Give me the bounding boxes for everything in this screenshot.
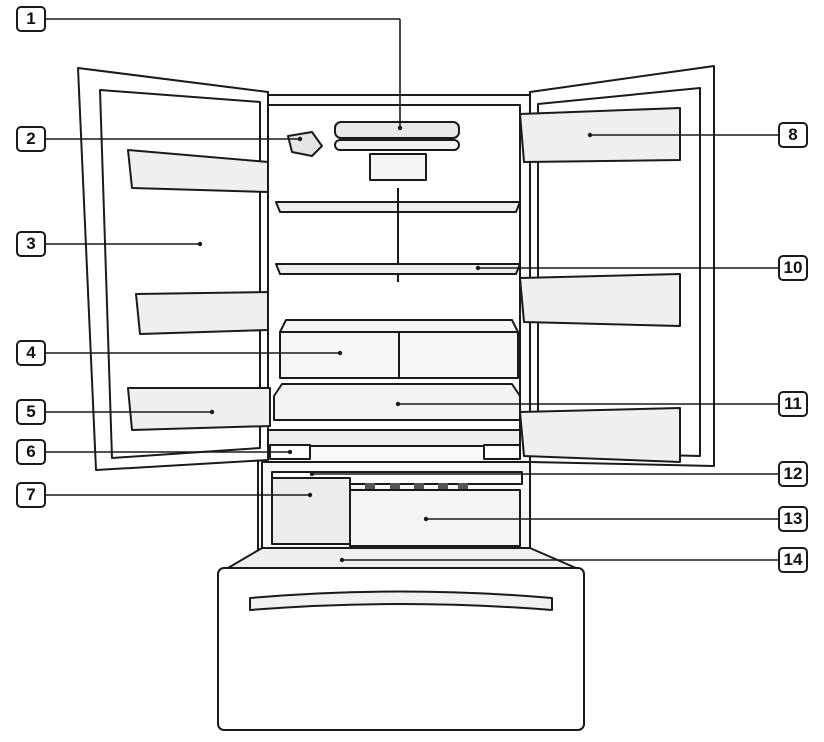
- right-door-bin-low: [519, 407, 681, 463]
- callout-label: 3: [26, 234, 36, 253]
- callout-4: 4: [16, 340, 46, 366]
- shelf-middle: [275, 263, 521, 275]
- callout-label: 10: [783, 258, 803, 277]
- control-buttons: [365, 483, 468, 489]
- callout-label: 5: [26, 402, 36, 421]
- freezer-drawer-front: [217, 567, 585, 731]
- callout-13: 13: [778, 506, 808, 532]
- left-door-bin-top: [127, 149, 269, 193]
- callout-8: 8: [778, 122, 808, 148]
- callout-12: 12: [778, 461, 808, 487]
- callout-label: 11: [784, 394, 802, 413]
- callout-label: 12: [783, 464, 803, 483]
- ceiling-light: [334, 121, 460, 139]
- door-bin-holder-right: [483, 444, 521, 460]
- deli-drawer: [273, 383, 521, 421]
- callout-7: 7: [16, 482, 46, 508]
- callout-6: 6: [16, 439, 46, 465]
- ice-bin: [271, 477, 351, 545]
- freezer-handle: [249, 590, 553, 611]
- callout-1: 1: [16, 6, 46, 32]
- callout-label: 1: [26, 9, 36, 28]
- left-door-bin-mid: [135, 291, 269, 335]
- ice-maker-part: [287, 131, 323, 157]
- callout-label: 8: [788, 125, 798, 144]
- callout-label: 4: [26, 343, 36, 362]
- callout-label: 14: [783, 550, 803, 569]
- right-door-bin-mid: [519, 273, 681, 327]
- callout-label: 7: [26, 485, 36, 504]
- left-door-bin-low: [127, 387, 271, 431]
- rear-vent: [369, 153, 427, 181]
- callout-2: 2: [16, 126, 46, 152]
- callout-10: 10: [778, 255, 808, 281]
- callout-5: 5: [16, 399, 46, 425]
- callout-3: 3: [16, 231, 46, 257]
- callout-14: 14: [778, 547, 808, 573]
- callout-label: 6: [26, 442, 36, 461]
- freezer-drawer: [227, 547, 577, 569]
- callout-label: 2: [26, 129, 36, 148]
- callout-11: 11: [778, 391, 808, 417]
- callout-label: 13: [783, 509, 803, 528]
